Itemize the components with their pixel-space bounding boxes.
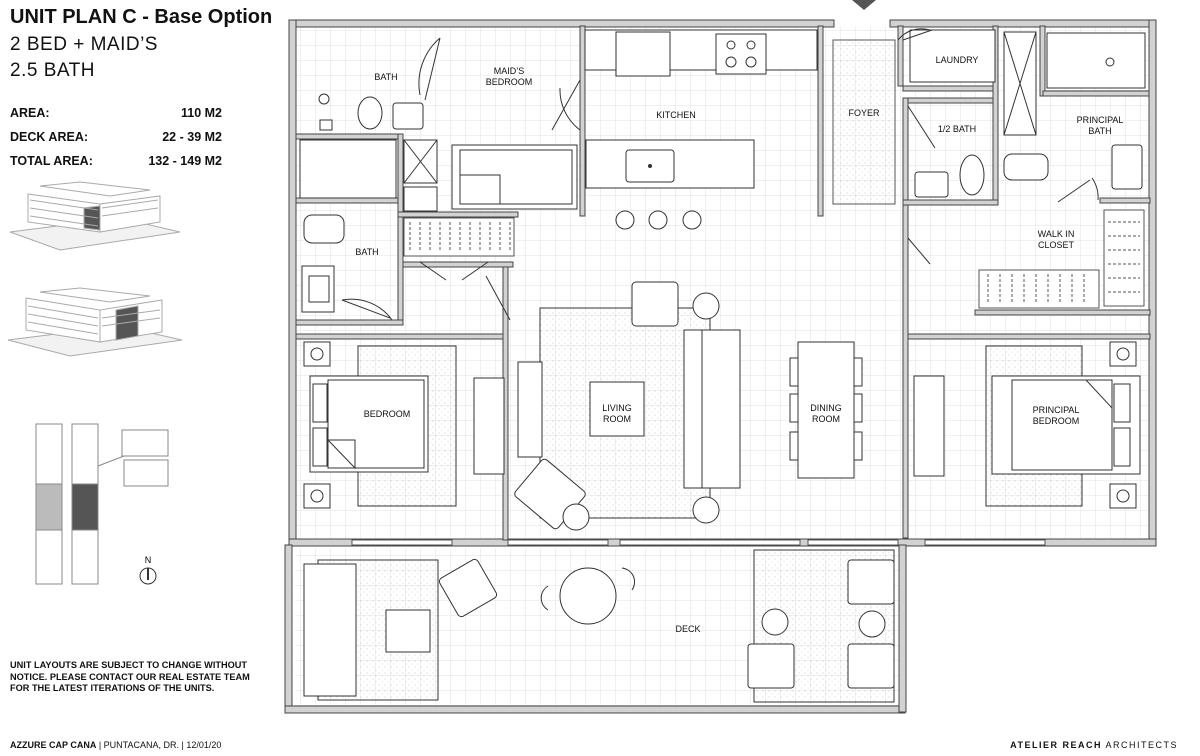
stool (648, 210, 668, 230)
room-label-bath: BATH (374, 72, 397, 82)
area-row: AREA: 110 M2 (10, 106, 222, 120)
interior-walls (295, 25, 1151, 541)
kitchen-counters (584, 29, 818, 230)
room-label-maids-line2: BEDROOM (486, 77, 533, 87)
room-label-walk-in-line2: CLOSET (1038, 240, 1075, 250)
total-area-label: TOTAL AREA: (10, 154, 93, 168)
room-label-maids-line1: MAID’S (494, 66, 525, 76)
deck-area-row: DECK AREA: 22 - 39 M2 (10, 130, 222, 144)
room-label-principal-bath-line2: BATH (1088, 126, 1111, 136)
building-axonometric-top (9, 181, 181, 251)
area-label: AREA: (10, 106, 50, 120)
room-label-bedroom: BEDROOM (364, 409, 411, 419)
room-label-foyer: FOYER (848, 108, 880, 118)
bedroom-count: 2 BED + MAID’S (10, 34, 158, 55)
site-key-plan (35, 423, 169, 585)
total-area-value: 132 - 149 M2 (148, 154, 222, 168)
bedroom-furniture (303, 341, 505, 509)
project-name: AZZURE CAP CANA (10, 740, 97, 750)
firm-name: ATELIER REACH (1010, 740, 1102, 750)
deck-furniture (303, 549, 895, 703)
dining-furniture (789, 341, 945, 479)
room-label-half-bath: 1/2 BATH (938, 124, 976, 134)
bath2-fixtures (301, 214, 345, 313)
footer-project: AZZURE CAP CANA | PUNTACANA, DR. | 12/01… (10, 740, 221, 750)
room-label-laundry: LAUNDRY (936, 55, 979, 65)
foyer-rug (832, 39, 896, 205)
principal-bedroom-furniture (985, 341, 1141, 509)
disclaimer: UNIT LAYOUTS ARE SUBJECT TO CHANGE WITHO… (10, 660, 250, 693)
room-label-principal-bedroom-line2: BEDROOM (1033, 416, 1080, 426)
room-label-bath-2: BATH (355, 247, 378, 257)
service-fixtures (909, 29, 1146, 198)
walk-in-closet-hanging (978, 209, 1145, 309)
windows (351, 539, 1046, 546)
room-label-dining-line1: DINING (810, 403, 842, 413)
cooktop (715, 33, 767, 75)
north-arrow-icon: N (139, 555, 157, 585)
stool (615, 210, 635, 230)
closet-hanging (403, 217, 515, 257)
room-label-living-line1: LIVING (602, 403, 632, 413)
room-label-living-line2: ROOM (603, 414, 631, 424)
doors (341, 28, 1099, 321)
building-axonometric-bottom (7, 287, 183, 357)
room-label-dining-line2: ROOM (812, 414, 840, 424)
total-area-row: TOTAL AREA: 132 - 149 M2 (10, 154, 222, 168)
maids-bed (451, 144, 578, 210)
north-label: N (145, 555, 152, 565)
deck-area-value: 22 - 39 M2 (162, 130, 222, 144)
firm-suffix: ARCHITECTS (1101, 740, 1178, 750)
living-room-furniture (514, 281, 741, 531)
project-location-date: | PUNTACANA, DR. | 12/01/20 (96, 740, 222, 750)
deck-area-label: DECK AREA: (10, 130, 89, 144)
room-label-kitchen: KITCHEN (656, 110, 696, 120)
plan-title: UNIT PLAN C - Base Option (10, 6, 273, 28)
room-label-principal-bedroom-line1: PRINCIPAL (1033, 405, 1080, 415)
bath1-fixtures (299, 93, 438, 212)
area-value: 110 M2 (180, 106, 222, 120)
room-label-principal-bath-line1: PRINCIPAL (1077, 115, 1124, 125)
room-label-walk-in-line1: WALK IN (1038, 229, 1075, 239)
stool (682, 210, 702, 230)
bath-count: 2.5 BATH (10, 60, 95, 81)
room-label-deck: DECK (675, 624, 700, 634)
footer-firm: ATELIER REACH ARCHITECTS (1010, 740, 1178, 750)
entry-marker-icon (852, 0, 876, 10)
